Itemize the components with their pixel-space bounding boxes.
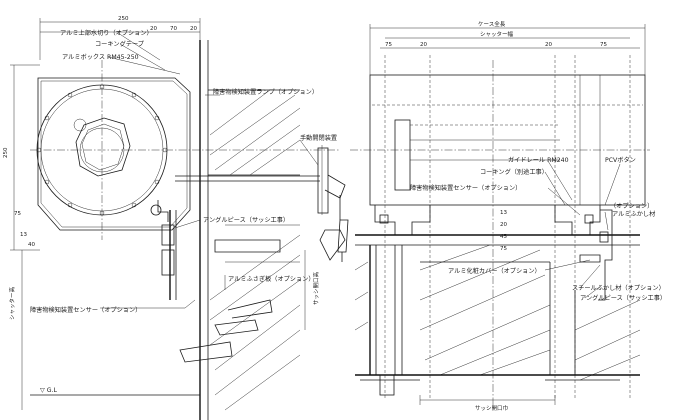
label-alumi-box: アルミボックス RM45-250: [62, 53, 139, 61]
sash-opening-width-label: サッシ開口巾: [475, 404, 508, 412]
dim-side-b: 70: [170, 26, 177, 32]
dim-lower-c: 40: [28, 242, 35, 248]
label-obstacle-sensor-left: 障害物検知装置センサー（オプション）: [30, 306, 141, 314]
dim-side-c: 20: [190, 26, 197, 32]
dim-side-a: 20: [150, 26, 157, 32]
dim-lower-b: 13: [20, 232, 27, 238]
label-caulking-separate: コーキング（別途工事）: [480, 168, 548, 176]
dim-top-width: 250: [118, 16, 129, 22]
label-guide-rail: ガイドレール RM240: [508, 156, 569, 164]
label-steel-trim: スチールふかし材（オプション）: [572, 284, 665, 292]
gl-label: ▽ G.L: [40, 387, 57, 394]
label-obstacle-sensor-right: 障害物検知装置センサー（オプション）: [410, 184, 521, 192]
case-length-label: ケース全長: [478, 20, 506, 28]
label-pcv-button: PCVボタン: [605, 156, 636, 164]
dim-left-75: 75: [385, 42, 392, 48]
dim-v3: 45: [500, 234, 507, 240]
shutter-height-label: シャッター高: [8, 286, 16, 320]
dim-box-height: 250: [3, 147, 9, 158]
right-horizontal-section: ケース全長 シャッター幅 75 20 20 75: [350, 20, 666, 412]
label-obstacle-lamp: 障害物検知装置ランプ（オプション）: [213, 88, 318, 96]
dim-lower-a: 75: [14, 211, 21, 217]
dim-left-20: 20: [420, 42, 427, 48]
dim-right-75: 75: [600, 42, 607, 48]
shutter-width-label: シャッター幅: [480, 30, 514, 38]
dim-v4: 75: [500, 246, 507, 252]
dim-right-20: 20: [545, 42, 552, 48]
sash-opening-label: サッシ開口高: [312, 271, 320, 305]
label-alumi-cover: アルミ化粧カバー（オプション）: [448, 267, 541, 275]
dim-v1: 13: [500, 210, 507, 216]
label-option: （オプション）: [610, 203, 653, 210]
left-vertical-section: 250 20 70 20 250 75 13 40 シャッター高 ▽ G.L: [3, 16, 349, 420]
label-alumi-trim: アルミふかし材: [612, 210, 655, 218]
label-caulking-tape: コーキングテープ: [95, 40, 145, 48]
label-angle-piece-right: アングルピース（サッシ工事）: [580, 294, 666, 302]
label-alumi-closing-plate: アルミふさぎ板（オプション）: [228, 275, 315, 283]
label-angle-piece-left: アングルピース（サッシ工事）: [203, 216, 289, 224]
dim-v2: 20: [500, 222, 507, 228]
label-roof-drip: アルミ上部水切り（オプション）: [60, 29, 153, 37]
label-manual-opener: 手動開閉装置: [300, 134, 337, 142]
